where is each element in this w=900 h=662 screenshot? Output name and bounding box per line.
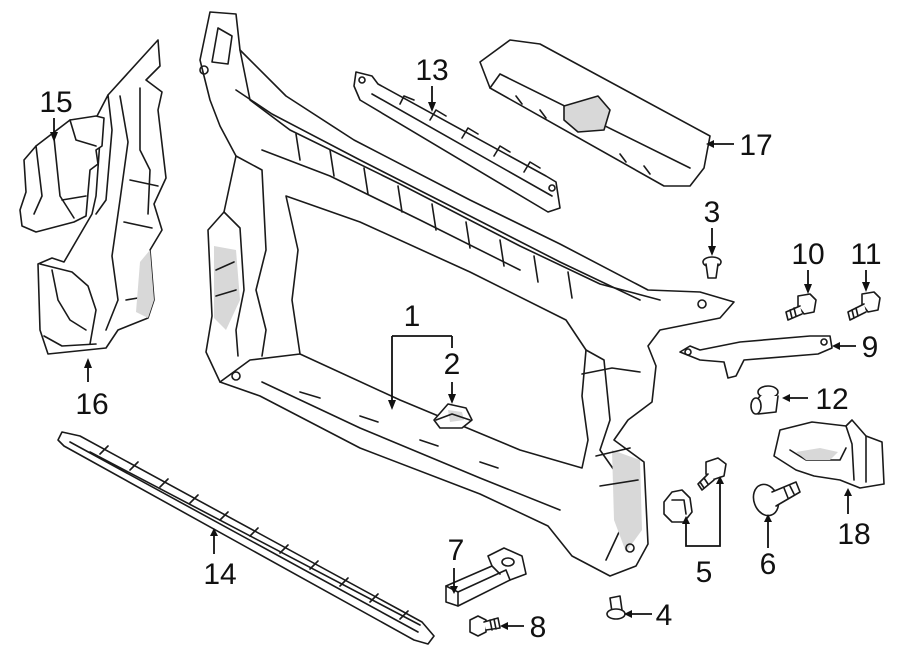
part-17-upper-shield xyxy=(479,39,711,187)
callout-8: 8 xyxy=(530,611,547,644)
callout-10: 10 xyxy=(791,238,824,271)
part-4-screw xyxy=(606,595,626,620)
part-7-bracket xyxy=(445,547,527,607)
part-15-deflector-upper xyxy=(19,115,105,233)
callout-12: 12 xyxy=(815,383,848,416)
part-3-clip xyxy=(702,256,722,279)
part-5-fasteners xyxy=(663,457,727,523)
callout-7: 7 xyxy=(448,534,465,567)
callout-15: 15 xyxy=(39,86,72,119)
callout-13: 13 xyxy=(415,54,448,87)
part-8-bolt xyxy=(469,615,501,637)
part-12-grommet xyxy=(750,385,779,415)
part-13-upper-seal xyxy=(353,71,561,213)
part-1-radiator-support xyxy=(199,11,735,577)
leader-lines xyxy=(50,86,870,630)
callout-5: 5 xyxy=(696,556,713,589)
callout-4: 4 xyxy=(656,599,673,632)
callout-2: 2 xyxy=(444,348,461,381)
callout-labels: 1 2 3 4 5 6 7 8 9 10 11 12 13 14 15 16 1… xyxy=(39,54,881,644)
callout-6: 6 xyxy=(760,548,777,581)
callout-14: 14 xyxy=(203,558,236,591)
part-11-bolt xyxy=(847,291,881,321)
callout-3: 3 xyxy=(704,196,721,229)
part-6-push-pin xyxy=(752,481,801,517)
part-18-air-guide-right xyxy=(773,419,885,489)
callout-1: 1 xyxy=(404,300,421,333)
callout-16: 16 xyxy=(75,388,108,421)
callout-18: 18 xyxy=(837,518,870,551)
part-16-air-guide-left xyxy=(37,39,167,355)
callout-9: 9 xyxy=(862,331,879,364)
part-9-strap xyxy=(679,335,833,379)
callout-17: 17 xyxy=(739,129,772,162)
part-10-bolt xyxy=(785,293,817,321)
callout-11: 11 xyxy=(850,238,881,271)
part-14-lower-seal-strip xyxy=(57,431,435,645)
part-2-bracket xyxy=(433,403,473,429)
